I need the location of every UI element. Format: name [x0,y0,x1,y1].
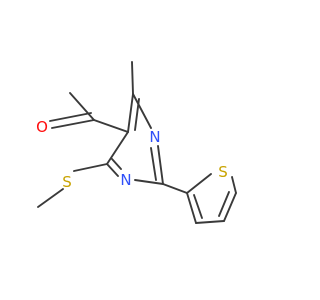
bond-thiophene-c4-c3 [195,220,225,224]
atom-label-nitrogen-1: N [149,128,160,146]
bond-thiophene-c2-s [186,173,212,194]
bond-thiophene-c3-c2-double [193,194,203,219]
bond-carbonyl-oxygen-double [49,112,92,122]
atom-label-sulfur-thiophene: S [218,163,228,181]
molecule-structure: O N N S S [36,61,237,224]
bond-n1-c2-double [150,147,157,181]
bond-c2-thiophene [162,183,188,194]
atom-label-nitrogen-2: N [120,171,131,189]
atom-label-sulfur-methylthio: S [62,173,72,191]
bond-c4-c5 [106,131,129,165]
bond-c4-sulfur [73,163,108,172]
bond-thiophene-c3-c2 [186,192,197,224]
bond-carbonyl-ring [93,119,129,133]
bond-methyl-carbonyl [69,92,95,121]
bond-n3-c4-double [111,158,122,170]
bond-carbonyl-oxygen [51,119,95,129]
molecule-canvas: O N N S S [36,61,237,224]
bond-n1-c2 [157,145,164,185]
bond-layer [37,61,237,224]
bond-sulfur-methyl [37,188,64,208]
atom-label-layer: O N N S S [36,118,228,191]
bond-c2-n3 [134,179,164,185]
bond-thiophene-c5-c4-double [218,191,230,217]
bond-n3-c4 [106,163,119,177]
bond-thiophene-c5-c4 [223,192,237,222]
atom-label-oxygen: O [36,118,48,136]
bond-c6-n1 [132,93,152,129]
bond-thiophene-s-c5 [231,176,237,194]
bond-c5-c6 [127,93,134,133]
bond-c6-methyl [131,61,134,95]
